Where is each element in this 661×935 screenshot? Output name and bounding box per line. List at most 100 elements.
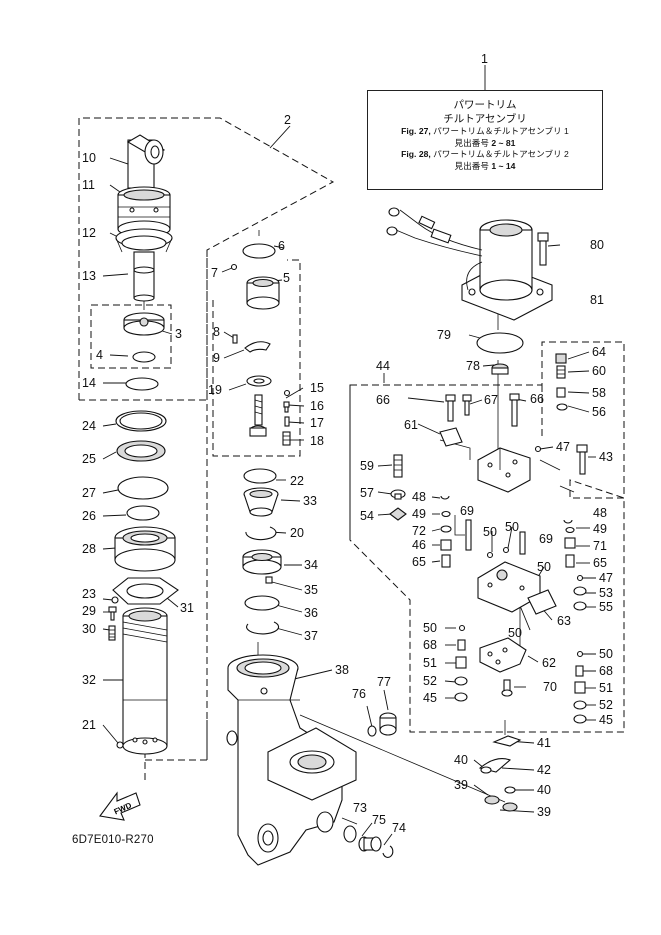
part-48-clip-a — [440, 495, 450, 500]
callout-65b: 65 — [593, 556, 607, 570]
callout-13: 13 — [82, 269, 96, 283]
part-30-spring — [108, 625, 116, 641]
callout-16: 16 — [310, 399, 324, 413]
callout-72: 72 — [412, 524, 426, 538]
part-13-piston-rod — [133, 251, 155, 302]
part-49-o-ring-b — [565, 526, 575, 534]
callout-53: 53 — [599, 586, 613, 600]
part-53-valve — [573, 586, 587, 596]
callout-48a: 48 — [412, 490, 426, 504]
part-14-o-ring — [125, 377, 159, 391]
part-43-bolt — [576, 444, 588, 475]
callout-75: 75 — [372, 813, 386, 827]
part-51-valve-b — [574, 681, 586, 694]
reference-1-range: 2 ~ 81 — [491, 137, 516, 148]
part-50-ball-a — [486, 551, 494, 559]
reference-1-range-line: 見出番号 2 ~ 81 — [374, 138, 596, 150]
callout-50b: 50 — [505, 520, 519, 534]
part-6-o-ring — [242, 243, 276, 259]
callout-49b: 49 — [593, 522, 607, 536]
part-16-pin — [283, 401, 290, 413]
callout-51b: 51 — [599, 681, 613, 695]
callout-11: 11 — [82, 178, 95, 192]
part-39-valve-b — [502, 802, 518, 812]
part-76-o-ring — [367, 725, 377, 737]
callout-20: 20 — [290, 526, 304, 540]
part-66-bolt-b — [509, 393, 520, 427]
part-38-tilt-cylinder — [226, 654, 357, 866]
callout-50a: 50 — [483, 525, 497, 539]
callout-30: 30 — [82, 622, 96, 636]
callout-79: 79 — [437, 328, 451, 342]
callout-62: 62 — [542, 656, 556, 670]
callout-36: 36 — [304, 606, 318, 620]
reference-1-fig: Fig. 27, — [401, 126, 431, 136]
part-45-o-ring-b — [573, 714, 587, 724]
part-78-coupling — [491, 363, 509, 375]
part-25-retainer — [116, 440, 166, 462]
part-5-valve-seat — [246, 276, 280, 310]
part-28-end-cap — [114, 526, 176, 572]
part-56-o-ring — [556, 403, 568, 411]
callout-77: 77 — [377, 675, 391, 689]
part-57-valve — [390, 489, 406, 500]
callout-52a: 52 — [423, 674, 437, 688]
callout-23: 23 — [82, 587, 96, 601]
part-79-o-ring — [476, 332, 524, 354]
part-66-bolt-a — [445, 394, 456, 422]
part-69-pin-b — [519, 531, 526, 555]
callout-56: 56 — [592, 405, 606, 419]
callout-45a: 45 — [423, 691, 437, 705]
callout-55: 55 — [599, 600, 613, 614]
callout-numbers: 1 2 3 4 5 6 7 8 9 10 11 12 13 14 15 16 1… — [82, 52, 613, 835]
callout-50e: 50 — [508, 626, 522, 640]
callout-51a: 51 — [423, 656, 437, 670]
callout-34: 34 — [304, 558, 318, 572]
part-15-ball — [283, 389, 291, 397]
callout-67: 67 — [484, 393, 498, 407]
callout-31: 31 — [180, 601, 194, 615]
part-68-spring-a — [457, 639, 466, 651]
part-50-ball-d — [576, 650, 584, 658]
callout-70: 70 — [543, 680, 557, 694]
part-80-bolt — [537, 232, 549, 266]
part-29-screw — [108, 606, 117, 621]
callout-2: 2 — [284, 113, 291, 127]
part-68-spring-b — [575, 665, 584, 677]
part-3-piston — [123, 312, 165, 336]
part-81-trim-motor — [386, 207, 553, 321]
part-73-o-ring — [343, 825, 357, 843]
callout-39b: 39 — [537, 805, 551, 819]
part-19-bolt — [249, 394, 267, 437]
part-48-clip-b — [563, 519, 573, 524]
part-51-valve-a — [455, 656, 467, 669]
part-4-washer — [132, 351, 156, 363]
reference-2-label: 見出番号 — [454, 160, 489, 171]
assembly-name-line1: パワートリム — [453, 99, 517, 111]
part-22-o-ring — [243, 468, 277, 484]
part-46-valve — [440, 539, 452, 551]
callout-41: 41 — [537, 736, 551, 750]
callout-26: 26 — [82, 509, 96, 523]
callout-69a: 69 — [460, 504, 474, 518]
part-50-ball-c — [458, 624, 466, 632]
callout-59: 59 — [360, 459, 374, 473]
callout-50d: 50 — [423, 621, 437, 635]
part-36-o-ring — [244, 595, 280, 611]
part-10-rod-eye — [126, 134, 166, 189]
reference-2-fig: Fig. 28, — [401, 149, 431, 159]
trim-ram-rod-assembly — [108, 134, 179, 755]
callout-69b: 69 — [539, 532, 553, 546]
part-32-cylinder — [122, 607, 168, 755]
part-71-valve — [564, 537, 576, 549]
title-block: パワートリム チルトアセンブリ Fig. 27, パワートリム＆チルトアセンブリ… — [367, 90, 603, 190]
callout-4: 4 — [96, 348, 103, 362]
part-18-spring — [282, 431, 291, 446]
callout-14: 14 — [82, 376, 96, 390]
callout-76: 76 — [352, 687, 366, 701]
callout-47b: 47 — [599, 571, 613, 585]
callout-46: 46 — [412, 538, 426, 552]
callout-48b: 48 — [593, 506, 607, 520]
callout-40b: 40 — [537, 783, 551, 797]
